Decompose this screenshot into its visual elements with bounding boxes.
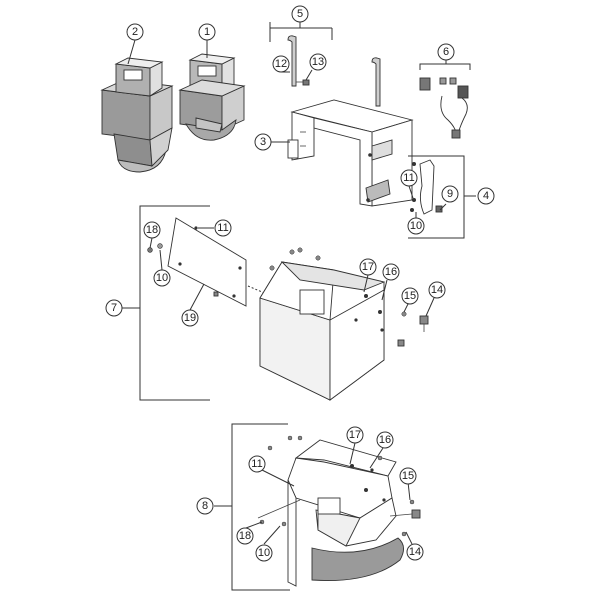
callout-2-label: 2: [132, 26, 138, 38]
callout-10-mid-label: 10: [156, 272, 168, 284]
callout-6: 6: [437, 43, 455, 61]
callout-5: 5: [291, 5, 309, 23]
callout-10-top: 10: [407, 217, 425, 235]
assembly-8-drawing: [214, 423, 421, 591]
callout-16-bottom-label: 16: [379, 434, 391, 446]
callout-15-mid: 15: [401, 287, 419, 305]
callout-18-mid-label: 18: [146, 224, 158, 236]
callout-18-bottom-label: 18: [239, 530, 251, 542]
assembly-3-drawing: [278, 99, 414, 207]
callout-1: 1: [198, 23, 216, 41]
callout-10-mid: 10: [153, 269, 171, 287]
callout-14-mid: 14: [428, 281, 446, 299]
callout-11-mid: 11: [214, 219, 232, 237]
leader-lines: [127, 39, 447, 545]
callout-19: 19: [181, 309, 199, 327]
callout-5-label: 5: [297, 8, 303, 20]
callout-10-bottom-label: 10: [258, 547, 270, 559]
callout-6-label: 6: [443, 46, 449, 58]
callout-14-mid-label: 14: [431, 284, 443, 296]
callout-11-bottom-label: 11: [251, 458, 262, 470]
callout-17-bottom: 17: [346, 426, 364, 444]
assembly-5-drawing: [269, 22, 381, 107]
assembly-1-drawing: [178, 53, 246, 141]
callout-11-top-label: 11: [403, 172, 414, 184]
callout-16-mid: 16: [382, 263, 400, 281]
callout-9-label: 9: [447, 188, 453, 200]
callout-11-mid-label: 11: [217, 222, 228, 234]
callout-4-label: 4: [483, 190, 489, 202]
callout-7: 7: [105, 299, 123, 317]
callout-2: 2: [126, 23, 144, 41]
callout-17-mid: 17: [359, 258, 377, 276]
callout-17-bottom-label: 17: [349, 429, 361, 441]
callout-10-top-label: 10: [410, 220, 422, 232]
callout-14-bottom: 14: [406, 543, 424, 561]
callout-4: 4: [477, 187, 495, 205]
callout-13-label: 13: [312, 56, 324, 68]
callout-18-mid: 18: [143, 221, 161, 239]
callout-16-mid-label: 16: [385, 266, 397, 278]
callout-10-bottom: 10: [255, 544, 273, 562]
callout-15-mid-label: 15: [404, 290, 416, 302]
callout-15-bottom-label: 15: [402, 470, 414, 482]
callout-17-mid-label: 17: [362, 261, 374, 273]
callout-19-label: 19: [184, 312, 196, 324]
callout-8: 8: [196, 497, 214, 515]
callout-12: 12: [272, 55, 290, 73]
callout-16-bottom: 16: [376, 431, 394, 449]
callout-3: 3: [254, 133, 272, 151]
assembly-2-drawing: [100, 57, 174, 173]
callout-11-top: 11: [400, 169, 418, 187]
assembly-4-drawing: [406, 155, 476, 239]
assembly-6-drawing: [419, 60, 471, 139]
callout-7-label: 7: [111, 302, 117, 314]
callout-11-bottom: 11: [248, 455, 266, 473]
callout-8-label: 8: [202, 500, 208, 512]
callout-18-bottom: 18: [236, 527, 254, 545]
assembly-7-drawing: [122, 205, 429, 401]
callout-12-label: 12: [275, 58, 287, 70]
callout-13: 13: [309, 53, 327, 71]
callout-15-bottom: 15: [399, 467, 417, 485]
callout-14-bottom-label: 14: [409, 546, 421, 558]
callout-3-label: 3: [260, 136, 266, 148]
callout-9: 9: [441, 185, 459, 203]
callout-1-label: 1: [204, 26, 210, 38]
